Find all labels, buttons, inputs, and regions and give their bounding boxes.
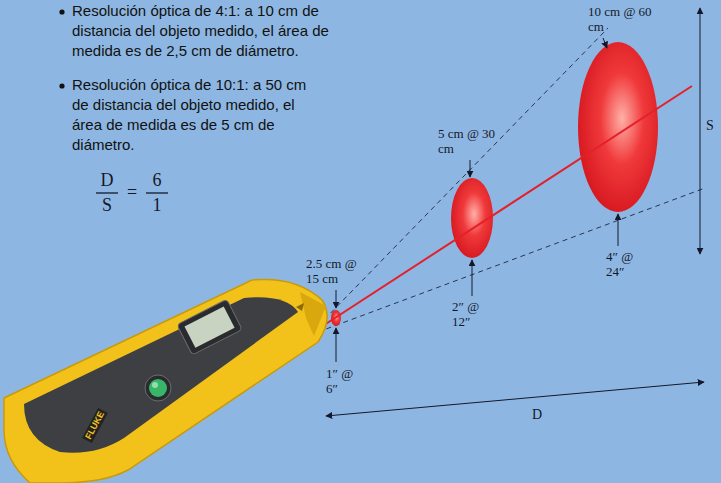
ratio-number: 1 [146,195,168,215]
bullet-dot [59,9,64,14]
leader-arrow [336,328,337,362]
ir-thermometer [4,279,327,483]
ratio-letter: S [96,195,118,215]
measurement-spot [451,178,493,258]
spot-size: 4″ @ 24″ [606,249,646,279]
spot-size: 1″ @ 6″ [326,366,362,396]
bullet-dot [59,83,64,88]
spot-size: 2.5 cm @ 15 cm [306,256,366,286]
leader-arrow [603,38,607,48]
leader-arrow [470,160,471,177]
ratio-number: 6 [146,170,168,190]
ratio-sign: = [121,182,143,202]
note-text: Resolución óptica de 4:1: a 10 cm de dis… [72,1,372,61]
note-text: Resolución óptica de 10:1: a 50 cm de di… [72,75,308,155]
dimension-line [700,8,701,254]
leader-arrow [618,214,619,246]
fraction-bar [96,192,118,193]
fraction-bar [146,192,168,193]
measurement-spot [578,42,658,212]
dimension-line [326,382,704,416]
dimension-letter: S [706,118,718,133]
leader-arrow [472,260,473,296]
cone-line [318,28,608,326]
cone-line [318,188,705,332]
spot-size: 5 cm @ 30 cm [438,126,498,156]
spot-size: 10 cm @ 60 cm [588,4,658,34]
ratio-letter: D [96,170,118,190]
dimension-letter: D [532,407,548,422]
leader-arrow [336,290,337,308]
spot-size: 2″ @ 12″ [452,299,492,329]
laser-line [318,86,692,329]
